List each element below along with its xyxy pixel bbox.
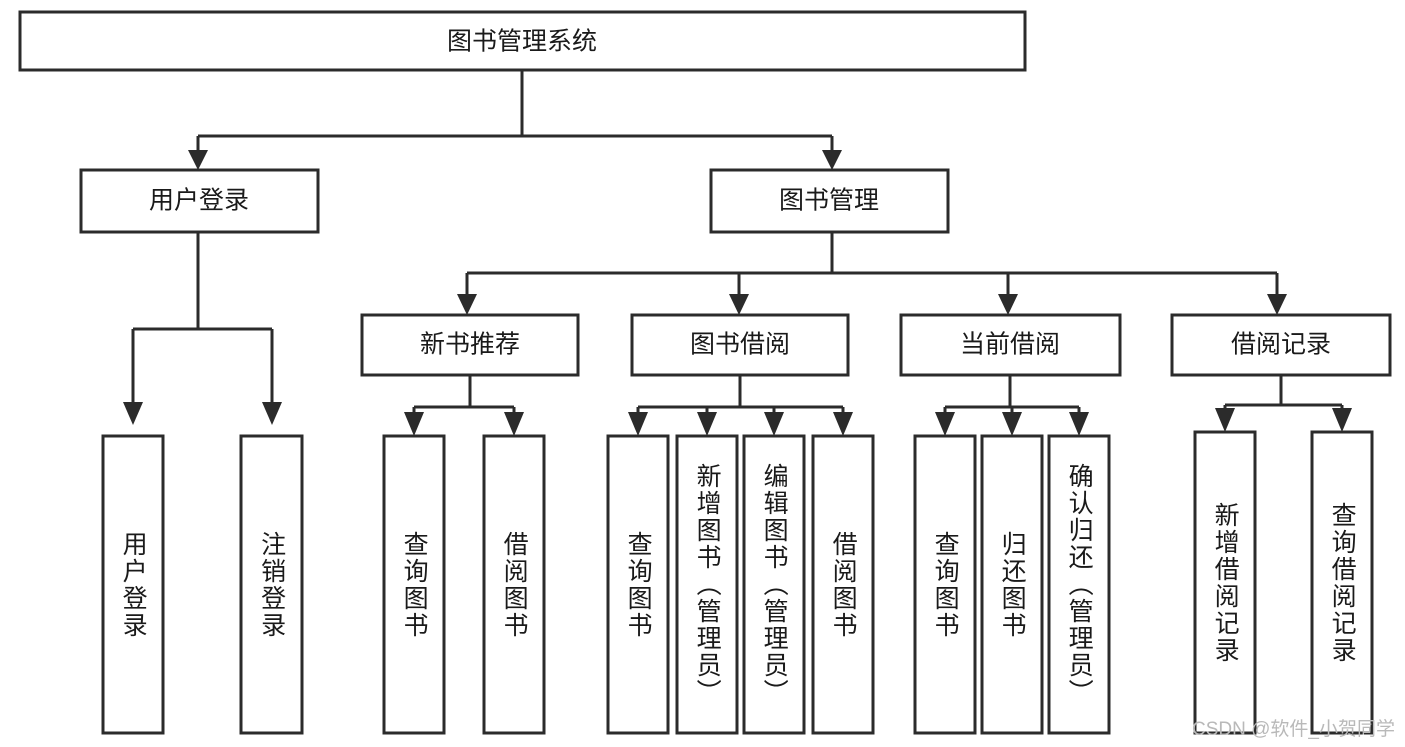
arrow-head-leaf-query-book-2 bbox=[628, 412, 648, 436]
arrow-head-leaf-add-record bbox=[1215, 408, 1235, 432]
node-new-book-recommend-rect[interactable] bbox=[360, 313, 580, 377]
leaf-user-login-rect[interactable] bbox=[101, 434, 165, 735]
node-book-manage[interactable]: 图书管理 bbox=[709, 168, 950, 234]
node-root[interactable]: 图书管理系统 bbox=[18, 10, 1027, 72]
connector-group-book-borrow bbox=[628, 375, 853, 436]
arrow-head-leaf-logout-login bbox=[262, 402, 282, 425]
leaf-confirm-return-rect[interactable] bbox=[1047, 434, 1111, 735]
leaf-add-book-rect[interactable] bbox=[675, 434, 739, 735]
arrow-head-leaf-query-record bbox=[1332, 408, 1352, 432]
node-book-borrow-label: 图书借阅 bbox=[690, 331, 790, 359]
arrow-head-new-book-recommend bbox=[457, 294, 477, 315]
csdn-watermark: CSDN @软件_小贺同学 bbox=[1192, 719, 1395, 740]
node-user-login-label: 用户登录 bbox=[149, 187, 249, 215]
node-borrow-record-label: 借阅记录 bbox=[1231, 331, 1331, 359]
arrow-head-leaf-user-login bbox=[123, 402, 143, 425]
leaf-edit-book-rect[interactable] bbox=[742, 434, 806, 735]
node-book-borrow[interactable]: 图书借阅 bbox=[630, 313, 850, 377]
arrow-head-leaf-query-book-1 bbox=[404, 412, 424, 436]
connector-group-new-book-recommend bbox=[404, 375, 524, 436]
arrow-head-leaf-confirm-return bbox=[1069, 412, 1089, 436]
leaf-query-book-2-rect[interactable] bbox=[606, 434, 670, 735]
arrow-head-leaf-return-book bbox=[1002, 412, 1022, 436]
node-new-book-recommend[interactable]: 新书推荐 bbox=[360, 313, 580, 377]
connector-group-current-borrow bbox=[935, 375, 1089, 436]
leaf-query-book-3-rect[interactable] bbox=[913, 434, 977, 735]
leaf-query-book-1-rect[interactable] bbox=[382, 434, 446, 735]
node-book-manage-label: 图书管理 bbox=[779, 187, 879, 215]
leaf-boxes bbox=[101, 430, 1374, 735]
leaf-query-record-rect[interactable] bbox=[1310, 430, 1374, 735]
arrow-head-current-borrow bbox=[998, 294, 1018, 315]
arrow-head-leaf-query-book-3 bbox=[935, 412, 955, 436]
leaf-borrow-book-2-rect[interactable] bbox=[811, 434, 875, 735]
node-book-manage-rect[interactable] bbox=[709, 168, 950, 234]
arrow-head-book-manage bbox=[822, 150, 842, 170]
connector-group-user-login bbox=[123, 232, 282, 425]
connector-group-root bbox=[188, 70, 842, 170]
arrow-head-leaf-borrow-book-1 bbox=[504, 412, 524, 436]
node-user-login-rect[interactable] bbox=[79, 168, 320, 234]
arrow-head-user-login bbox=[188, 150, 208, 170]
connector-group-book-manage bbox=[457, 232, 1287, 315]
leaf-return-book-rect[interactable] bbox=[980, 434, 1044, 735]
node-current-borrow[interactable]: 当前借阅 bbox=[899, 313, 1122, 377]
node-book-borrow-rect[interactable] bbox=[630, 313, 850, 377]
arrow-head-leaf-edit-book bbox=[764, 412, 784, 436]
arrow-head-leaf-add-book bbox=[697, 412, 717, 436]
arrow-head-borrow-record bbox=[1267, 294, 1287, 315]
leaf-add-record-rect[interactable] bbox=[1193, 430, 1257, 735]
node-root-label: 图书管理系统 bbox=[447, 28, 597, 56]
arrow-head-book-borrow bbox=[729, 294, 749, 315]
node-root-rect[interactable] bbox=[18, 10, 1027, 72]
leaf-borrow-book-1-rect[interactable] bbox=[482, 434, 546, 735]
node-borrow-record[interactable]: 借阅记录 bbox=[1170, 313, 1392, 377]
arrow-head-leaf-borrow-book-2 bbox=[833, 412, 853, 436]
node-borrow-record-rect[interactable] bbox=[1170, 313, 1392, 377]
leaf-logout-login-rect[interactable] bbox=[239, 434, 304, 735]
node-user-login[interactable]: 用户登录 bbox=[79, 168, 320, 234]
node-current-borrow-rect[interactable] bbox=[899, 313, 1122, 377]
node-new-book-recommend-label: 新书推荐 bbox=[420, 331, 520, 359]
node-current-borrow-label: 当前借阅 bbox=[960, 331, 1060, 359]
connector-group-borrow-record bbox=[1215, 375, 1352, 432]
